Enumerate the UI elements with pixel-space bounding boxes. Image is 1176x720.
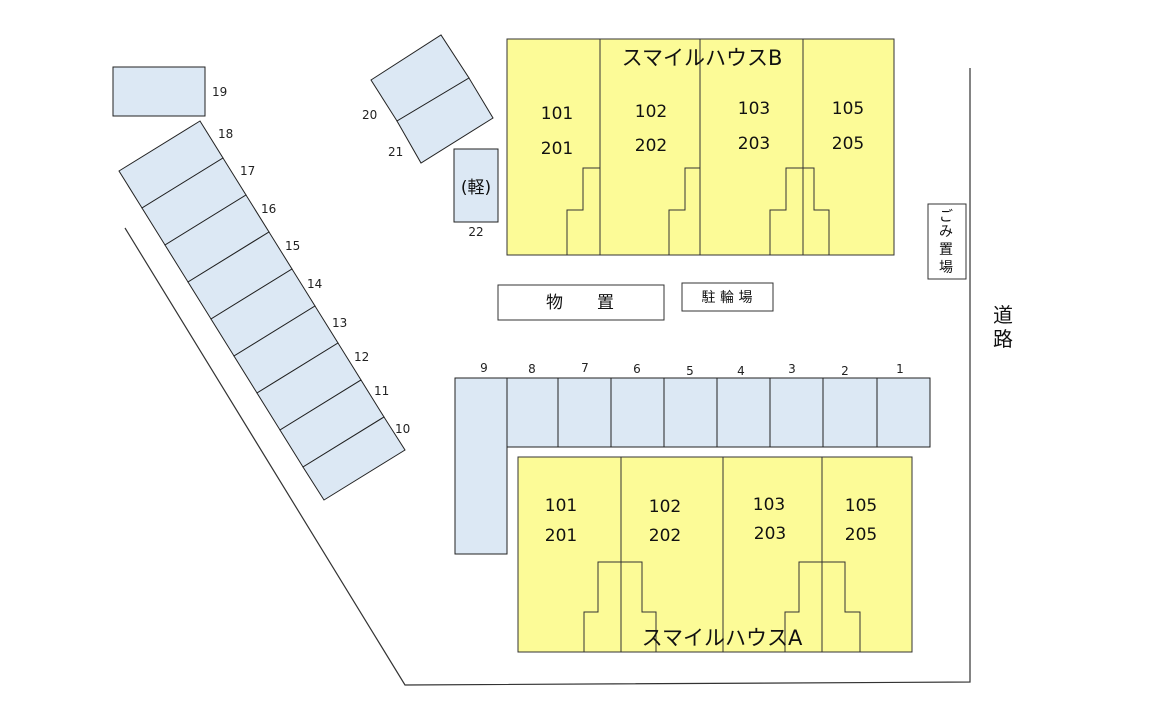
unit-b-3-lower: 103 xyxy=(738,99,770,119)
unit-b-1-upper: 201 xyxy=(541,139,573,159)
unit-a-1-upper: 201 xyxy=(545,526,577,546)
unit-a-2-lower: 102 xyxy=(649,497,681,517)
parking-space-9 xyxy=(454,377,508,555)
storage-shed: 物 置 xyxy=(497,284,665,321)
kei-label: (軽) xyxy=(461,178,491,198)
parking-space-2 xyxy=(822,377,878,448)
parking-space-10 xyxy=(302,416,406,501)
parking-number-14: 14 xyxy=(307,277,322,291)
parking-19: 19 xyxy=(112,66,227,117)
parking-number-17: 17 xyxy=(240,164,255,178)
unit-b-4-lower: 105 xyxy=(832,99,864,119)
parking-number-7: 7 xyxy=(581,361,589,375)
parking-space-5 xyxy=(663,377,718,448)
parking-row-diagonal: 18 17 16 15 14 13 12 11 10 xyxy=(118,120,410,501)
parking-space-21 xyxy=(396,77,494,164)
unit-a-2-upper: 202 xyxy=(649,526,681,546)
parking-number-8: 8 xyxy=(528,362,536,376)
parking-space-3 xyxy=(769,377,824,448)
parking-number-18: 18 xyxy=(218,127,233,141)
parking-20-21: 20 21 xyxy=(362,34,494,164)
parking-row-bottom: 9 8 7 6 5 4 3 2 1 xyxy=(454,361,931,555)
building-a: スマイルハウスA 101 201 102 202 103 203 105 205 xyxy=(517,456,913,653)
parking-number-2: 2 xyxy=(841,364,849,378)
parking-number-19: 19 xyxy=(212,85,227,99)
parking-number-22: 22 xyxy=(468,225,483,239)
building-b-name: スマイルハウスB xyxy=(622,46,783,70)
parking-number-16: 16 xyxy=(261,202,276,216)
site-boundary xyxy=(124,68,971,686)
parking-space-6 xyxy=(610,377,665,448)
storage-label: 物 置 xyxy=(546,293,614,313)
unit-b-3-upper: 203 xyxy=(738,134,770,154)
parking-number-21: 21 xyxy=(388,145,403,159)
parking-space-4 xyxy=(716,377,771,448)
unit-b-2-lower: 102 xyxy=(635,102,667,122)
unit-a-1-lower: 101 xyxy=(545,496,577,516)
road-char-2: 路 xyxy=(993,327,1013,351)
road-char-1: 道 xyxy=(993,303,1013,327)
unit-a-3-lower: 103 xyxy=(753,495,785,515)
parking-space-1 xyxy=(876,377,931,448)
parking-space-7 xyxy=(557,377,612,448)
bicycle-label: 駐 輪 場 xyxy=(702,289,753,306)
parking-number-12: 12 xyxy=(354,350,369,364)
parking-space-19 xyxy=(112,66,206,117)
building-b: スマイルハウスB 101 201 102 202 103 203 105 205 xyxy=(506,38,895,256)
parking-number-11: 11 xyxy=(374,384,389,398)
unit-b-2-upper: 202 xyxy=(635,136,667,156)
garbage-char-4: 場 xyxy=(939,260,953,276)
bicycle-parking: 駐 輪 場 xyxy=(681,282,774,312)
parking-number-1: 1 xyxy=(896,362,904,376)
parking-number-4: 4 xyxy=(737,364,745,378)
parking-number-15: 15 xyxy=(285,239,300,253)
garbage-char-2: み xyxy=(939,224,953,240)
unit-a-4-upper: 205 xyxy=(845,525,877,545)
unit-a-4-lower: 105 xyxy=(845,496,877,516)
unit-b-4-upper: 205 xyxy=(832,134,864,154)
parking-number-10: 10 xyxy=(395,422,410,436)
parking-number-3: 3 xyxy=(788,362,796,376)
parking-22-kei: (軽) 22 xyxy=(453,148,499,239)
parking-number-5: 5 xyxy=(686,364,694,378)
unit-b-1-lower: 101 xyxy=(541,104,573,124)
road-label: 道 路 xyxy=(993,303,1013,351)
parking-space-8 xyxy=(506,377,559,448)
garbage-char-3: 置 xyxy=(939,242,953,258)
parking-space-22 xyxy=(453,148,499,223)
unit-a-3-upper: 203 xyxy=(754,524,786,544)
parking-number-9: 9 xyxy=(480,361,488,375)
garbage-char-1: ご xyxy=(939,209,953,225)
parking-number-13: 13 xyxy=(332,316,347,330)
parking-number-20: 20 xyxy=(362,108,377,122)
parking-number-6: 6 xyxy=(633,362,641,376)
garbage-area: ご み 置 場 xyxy=(927,203,967,280)
building-a-name: スマイルハウスA xyxy=(642,626,803,650)
